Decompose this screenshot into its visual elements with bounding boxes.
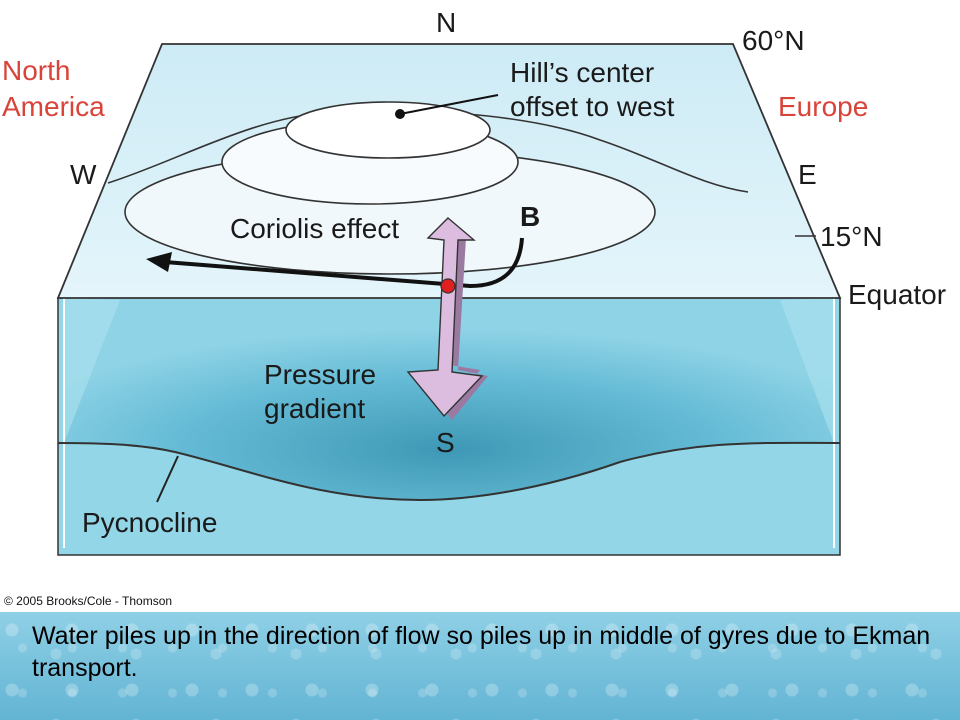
north-label: N bbox=[436, 7, 456, 38]
east-label: E bbox=[798, 159, 817, 190]
pycnocline-leader bbox=[156, 455, 179, 503]
caption-background bbox=[0, 612, 960, 720]
copyright-credit: © 2005 Brooks/Cole - Thomson bbox=[4, 594, 173, 608]
hill-center-leader bbox=[399, 94, 499, 115]
point-marker-icon bbox=[440, 278, 456, 294]
left-inner-wall bbox=[64, 298, 120, 443]
pressure-gradient-label-line1: Pressure bbox=[264, 359, 376, 390]
south-label: S bbox=[436, 427, 455, 458]
right-inner-wall bbox=[780, 298, 834, 443]
north-america-label-line1: North bbox=[2, 55, 70, 86]
equator-label: Equator bbox=[848, 279, 946, 310]
hill-center-label-line1: Hill’s center bbox=[510, 57, 654, 88]
lat-60-label: 60°N bbox=[742, 25, 805, 56]
west-label: W bbox=[70, 159, 97, 190]
north-america-label-line2: America bbox=[2, 91, 105, 122]
hill-contour-1 bbox=[285, 101, 491, 159]
pressure-gradient-arrow-icon bbox=[406, 217, 488, 420]
europe-label: Europe bbox=[778, 91, 868, 122]
lat-15-label: 15°N bbox=[820, 221, 883, 252]
point-b-label: B bbox=[520, 201, 540, 232]
flow-arrow-icon bbox=[146, 237, 524, 289]
pycnocline-curve bbox=[57, 441, 841, 502]
coriolis-label: Coriolis effect bbox=[230, 213, 399, 244]
pressure-gradient-label-line2: gradient bbox=[264, 393, 365, 424]
pycnocline-label: Pycnocline bbox=[82, 507, 217, 538]
hill-center-label-line2: offset to west bbox=[510, 91, 675, 122]
slide-caption: Water piles up in the direction of flow … bbox=[32, 622, 931, 682]
